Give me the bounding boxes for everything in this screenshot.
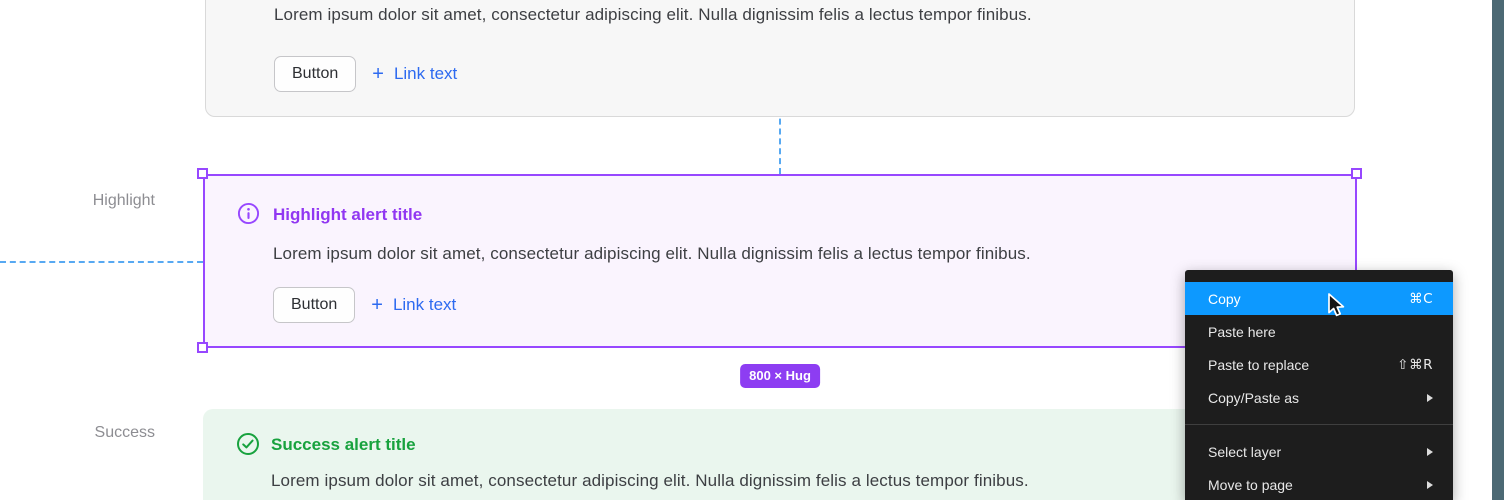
- alert-actions: Button + Link text: [273, 287, 456, 323]
- plus-icon: +: [372, 63, 384, 85]
- link-label: Link text: [392, 295, 457, 314]
- menu-item-label: Paste here: [1208, 323, 1276, 340]
- menu-item-label: Copy: [1208, 290, 1241, 307]
- alert-card-neutral[interactable]: Lorem ipsum dolor sit amet, consectetur …: [205, 0, 1355, 117]
- link-label: Link text: [393, 64, 458, 83]
- alert-button[interactable]: Button: [273, 287, 356, 323]
- plus-icon: +: [371, 294, 383, 316]
- size-badge: 800 × Hug: [740, 364, 820, 388]
- menu-item-copy[interactable]: Copy ⌘C: [1185, 282, 1453, 315]
- submenu-arrow-icon: [1427, 480, 1433, 489]
- menu-shortcut: ⇧⌘R: [1397, 356, 1433, 373]
- alert-link[interactable]: + Link text: [371, 295, 456, 315]
- horizontal-alignment-guide: [0, 261, 203, 263]
- alert-link[interactable]: + Link text: [372, 64, 457, 84]
- submenu-arrow-icon: [1427, 447, 1433, 456]
- menu-item-paste-to-replace[interactable]: Paste to replace ⇧⌘R: [1185, 348, 1453, 381]
- menu-item-label: Select layer: [1208, 443, 1282, 460]
- selection-handle-bottom-left[interactable]: [197, 342, 208, 353]
- alert-title: Success alert title: [271, 435, 416, 454]
- selection-handle-top-right[interactable]: [1351, 168, 1362, 179]
- alert-card-success[interactable]: Success alert title Lorem ipsum dolor si…: [203, 409, 1357, 500]
- alert-card-highlight[interactable]: Highlight alert title Lorem ipsum dolor …: [203, 174, 1357, 348]
- alert-actions: Button + Link text: [274, 56, 457, 92]
- menu-item-paste-here[interactable]: Paste here: [1185, 315, 1453, 348]
- alert-body-text: Lorem ipsum dolor sit amet, consectetur …: [273, 244, 1031, 263]
- menu-item-label: Copy/Paste as: [1208, 389, 1300, 406]
- menu-shortcut: ⌘C: [1409, 290, 1433, 307]
- menu-item-move-to-page[interactable]: Move to page: [1185, 468, 1453, 500]
- alert-body-text: Lorem ipsum dolor sit amet, consectetur …: [271, 471, 1029, 490]
- info-circle-icon: [237, 202, 260, 225]
- context-menu: Copy ⌘C Paste here Paste to replace ⇧⌘R …: [1185, 270, 1453, 500]
- menu-divider: [1185, 424, 1453, 425]
- menu-item-label: Paste to replace: [1208, 356, 1310, 373]
- alert-body-text: Lorem ipsum dolor sit amet, consectetur …: [274, 5, 1032, 24]
- selection-handle-top-left[interactable]: [197, 168, 208, 179]
- alert-title: Highlight alert title: [273, 205, 423, 224]
- row-label-success: Success: [94, 424, 155, 441]
- row-label-highlight: Highlight: [92, 192, 155, 209]
- menu-item-select-layer[interactable]: Select layer: [1185, 435, 1453, 468]
- menu-item-copy-paste-as[interactable]: Copy/Paste as: [1185, 381, 1453, 414]
- mouse-cursor-icon: [1325, 292, 1349, 325]
- menu-item-label: Move to page: [1208, 476, 1293, 493]
- alert-button[interactable]: Button: [274, 56, 357, 92]
- submenu-arrow-icon: [1427, 393, 1433, 402]
- check-circle-icon: [236, 432, 259, 455]
- right-edge-panel: [1492, 0, 1504, 500]
